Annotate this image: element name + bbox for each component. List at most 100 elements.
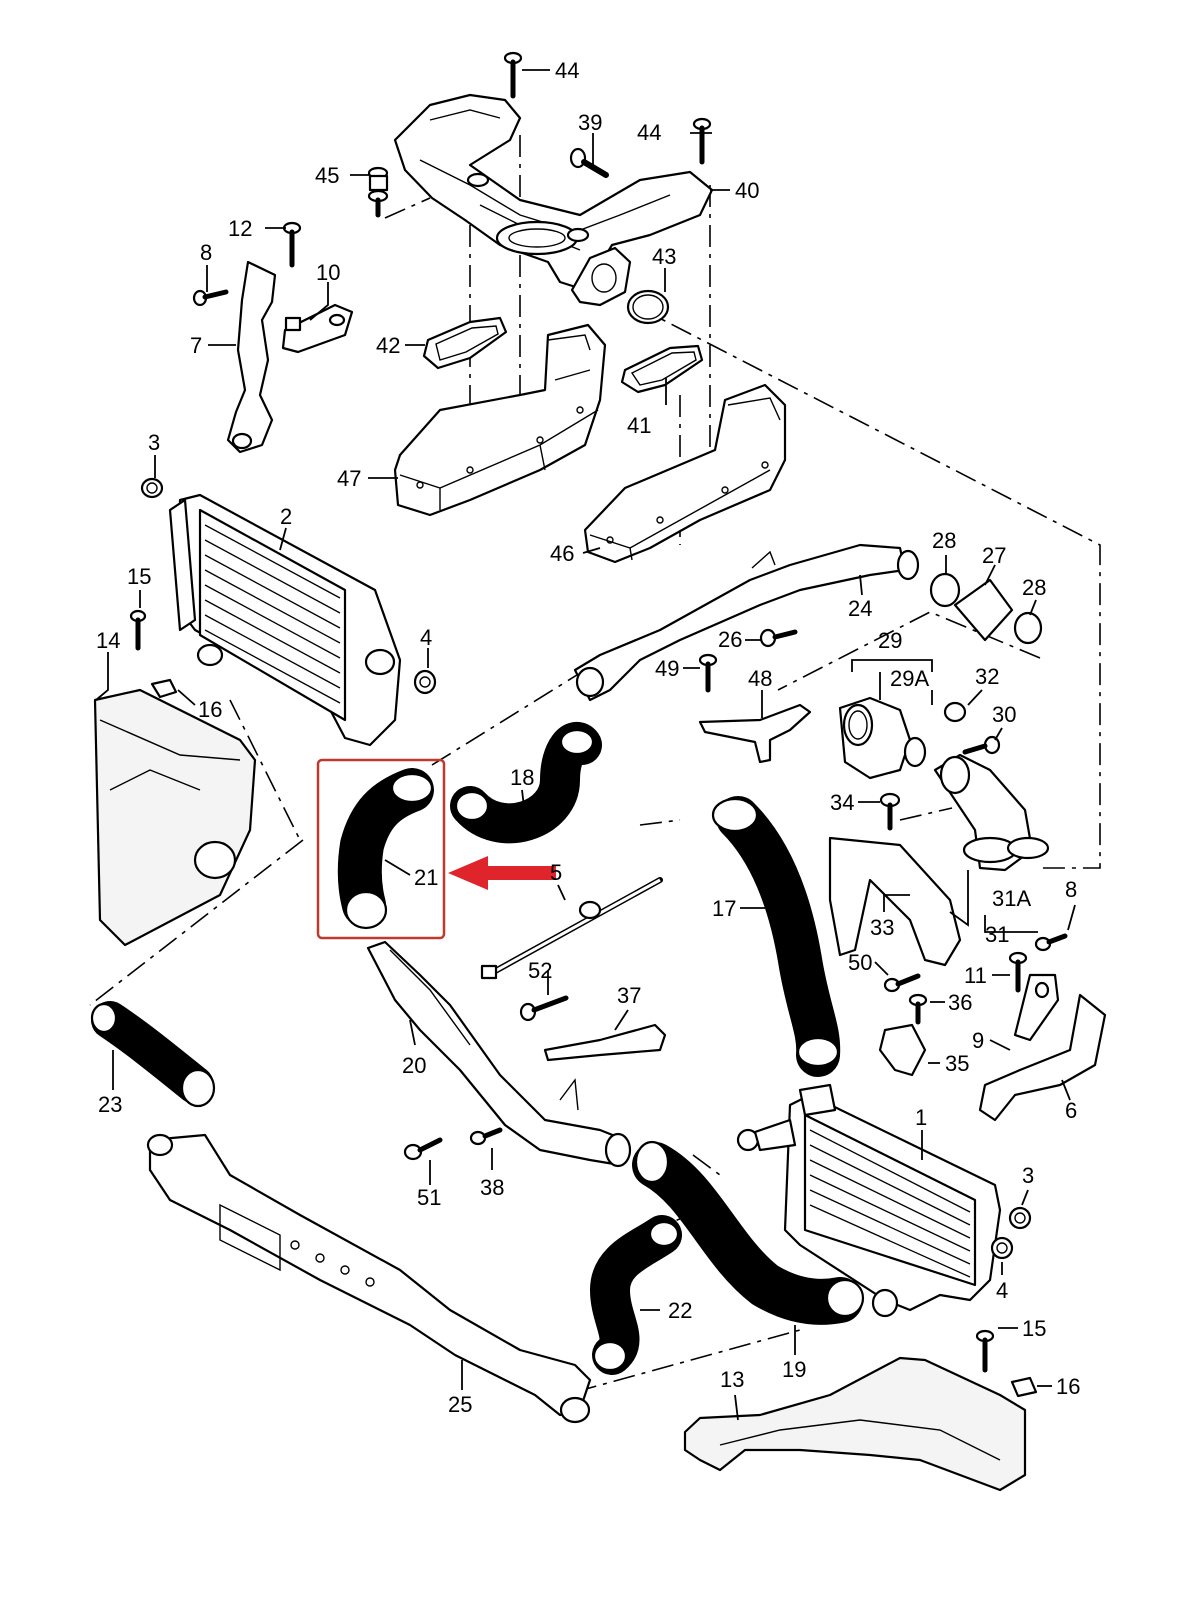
callout-7: 7 bbox=[190, 333, 202, 358]
callout-6: 6 bbox=[1065, 1098, 1077, 1123]
bolt-part-30 bbox=[962, 735, 1001, 755]
callout-15-bottom: 15 bbox=[1022, 1316, 1046, 1341]
clamp-part-28-left bbox=[929, 572, 961, 608]
sensor-part-35 bbox=[878, 1023, 927, 1077]
bolt-part-44-top bbox=[503, 51, 523, 99]
bolt-part-11 bbox=[1008, 951, 1028, 993]
callout-labels: 44 39 44 45 40 12 8 10 43 7 42 41 47 46 … bbox=[96, 58, 1080, 1417]
bracket-part-6 bbox=[978, 993, 1107, 1122]
bolt-part-52 bbox=[519, 995, 569, 1022]
grommet-part-3-top bbox=[140, 477, 164, 499]
callout-16-top: 16 bbox=[198, 697, 222, 722]
bolt-part-49 bbox=[698, 653, 718, 693]
oring-part-43 bbox=[626, 289, 670, 325]
callout-27: 27 bbox=[982, 543, 1006, 568]
bolt-part-36 bbox=[908, 993, 928, 1025]
bracket-part-37 bbox=[543, 1023, 667, 1062]
manifold-housing-part-46 bbox=[583, 383, 787, 564]
callout-18: 18 bbox=[510, 765, 534, 790]
intercooler-part-1 bbox=[736, 1083, 1002, 1318]
callout-4-top: 4 bbox=[420, 625, 432, 650]
cable-tie-part-5 bbox=[480, 877, 663, 980]
bolt-part-15-top bbox=[129, 609, 147, 651]
callout-30: 30 bbox=[992, 702, 1016, 727]
hose-part-22 bbox=[590, 1215, 682, 1375]
plug-part-32 bbox=[943, 701, 967, 723]
callout-31: 31 bbox=[985, 922, 1009, 947]
callout-12: 12 bbox=[228, 216, 252, 241]
callout-48: 48 bbox=[748, 666, 772, 691]
callout-22: 22 bbox=[668, 1298, 692, 1323]
callout-40: 40 bbox=[735, 178, 759, 203]
callout-51: 51 bbox=[417, 1185, 441, 1210]
pipe-part-20 bbox=[366, 940, 632, 1168]
callout-33: 33 bbox=[870, 915, 894, 940]
callout-2: 2 bbox=[280, 504, 292, 529]
callout-8-top: 8 bbox=[200, 240, 212, 265]
air-guide-part-13 bbox=[683, 1356, 1027, 1492]
bracket-part-48 bbox=[698, 703, 812, 764]
callout-16-bottom: 16 bbox=[1056, 1374, 1080, 1399]
callout-47: 47 bbox=[337, 466, 361, 491]
callout-3-top: 3 bbox=[148, 430, 160, 455]
bolt-part-8-right bbox=[1034, 933, 1068, 952]
callout-23: 23 bbox=[98, 1092, 122, 1117]
hose-part-18 bbox=[450, 722, 602, 844]
bolt-part-51 bbox=[403, 1137, 443, 1161]
bolt-part-38 bbox=[469, 1127, 503, 1146]
bracket-part-7 bbox=[226, 260, 277, 454]
bolt-part-12 bbox=[282, 221, 302, 332]
bolt-part-26 bbox=[759, 628, 798, 648]
hose-part-17 bbox=[711, 796, 841, 1077]
highlighted-hose-part-21 bbox=[337, 768, 434, 930]
callout-35: 35 bbox=[945, 1051, 969, 1076]
pipe-part-31 bbox=[933, 753, 1034, 872]
callout-20: 20 bbox=[402, 1053, 426, 1078]
callout-24: 24 bbox=[848, 596, 872, 621]
bolt-part-44-right bbox=[692, 117, 712, 165]
callout-15-top: 15 bbox=[127, 564, 151, 589]
air-guide-part-14 bbox=[93, 688, 257, 947]
callout-38: 38 bbox=[480, 1175, 504, 1200]
callout-13: 13 bbox=[720, 1367, 744, 1392]
highlight-arrow bbox=[448, 856, 556, 890]
callout-29A: 29A bbox=[890, 666, 929, 691]
callout-49: 49 bbox=[655, 656, 679, 681]
callout-52: 52 bbox=[528, 958, 552, 983]
callout-10: 10 bbox=[316, 260, 340, 285]
highlight-box bbox=[316, 758, 446, 940]
callout-39: 39 bbox=[578, 110, 602, 135]
callout-14: 14 bbox=[96, 628, 120, 653]
callout-42: 42 bbox=[376, 333, 400, 358]
callout-50: 50 bbox=[848, 950, 872, 975]
callout-25: 25 bbox=[448, 1392, 472, 1417]
callout-36: 36 bbox=[948, 990, 972, 1015]
grommet-part-4-bottom bbox=[990, 1236, 1014, 1260]
hose-part-23 bbox=[90, 1001, 216, 1108]
seal-part-29A bbox=[903, 736, 927, 768]
connector-part-27 bbox=[953, 578, 1014, 642]
callout-28-left: 28 bbox=[932, 528, 956, 553]
callout-17: 17 bbox=[712, 896, 736, 921]
callout-5: 5 bbox=[550, 860, 562, 885]
pipe-part-25 bbox=[146, 1133, 592, 1424]
callout-43: 43 bbox=[652, 244, 676, 269]
callout-1: 1 bbox=[915, 1105, 927, 1130]
callout-9: 9 bbox=[972, 1028, 984, 1053]
gasket-part-41 bbox=[620, 344, 704, 394]
callout-19: 19 bbox=[782, 1357, 806, 1382]
callout-32: 32 bbox=[975, 664, 999, 689]
gasket-part-42 bbox=[422, 316, 508, 370]
bolt-part-8-top bbox=[192, 289, 229, 307]
callout-44-top: 44 bbox=[555, 58, 579, 83]
callout-3-bottom: 3 bbox=[1022, 1163, 1034, 1188]
callout-37: 37 bbox=[617, 983, 641, 1008]
callout-34: 34 bbox=[830, 790, 854, 815]
grommet-part-4-top bbox=[413, 669, 437, 695]
bolt-part-50 bbox=[883, 973, 921, 993]
callout-29: 29 bbox=[878, 628, 902, 653]
bracket-part-10 bbox=[281, 303, 354, 354]
throttle-part-29 bbox=[838, 696, 912, 780]
callout-41: 41 bbox=[627, 413, 651, 438]
